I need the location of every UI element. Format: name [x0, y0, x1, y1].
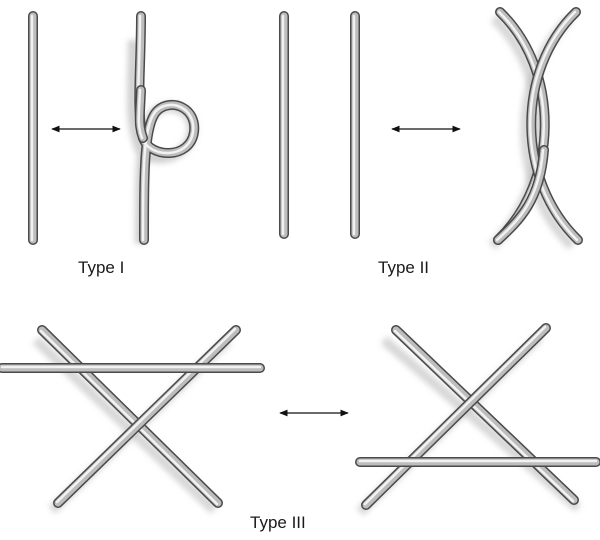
type-3-left-diagonal-b [53, 325, 241, 508]
type-3-right-group [355, 323, 600, 516]
type-2-label: Type II [378, 258, 430, 277]
type-2-group [273, 7, 583, 250]
type-3-right-diagonal-a [391, 325, 579, 505]
type-2-right-strand [350, 11, 360, 239]
type-1-group [22, 11, 200, 245]
type-3-label: Type III [250, 513, 306, 532]
type-1-loop-strand [134, 11, 200, 245]
type-3-right-diagonal-b [361, 323, 551, 510]
type-3-left-diagonal-a [37, 325, 223, 508]
type-1-label: Type I [78, 258, 125, 277]
type-2-left-strand [279, 11, 289, 239]
type-3-left-group [0, 325, 265, 514]
type-3-left-horizontal [0, 363, 265, 373]
type-2-crossed-strands [488, 7, 583, 250]
type-3-right-horizontal [355, 457, 600, 467]
type-1-straight-strand [28, 11, 38, 245]
